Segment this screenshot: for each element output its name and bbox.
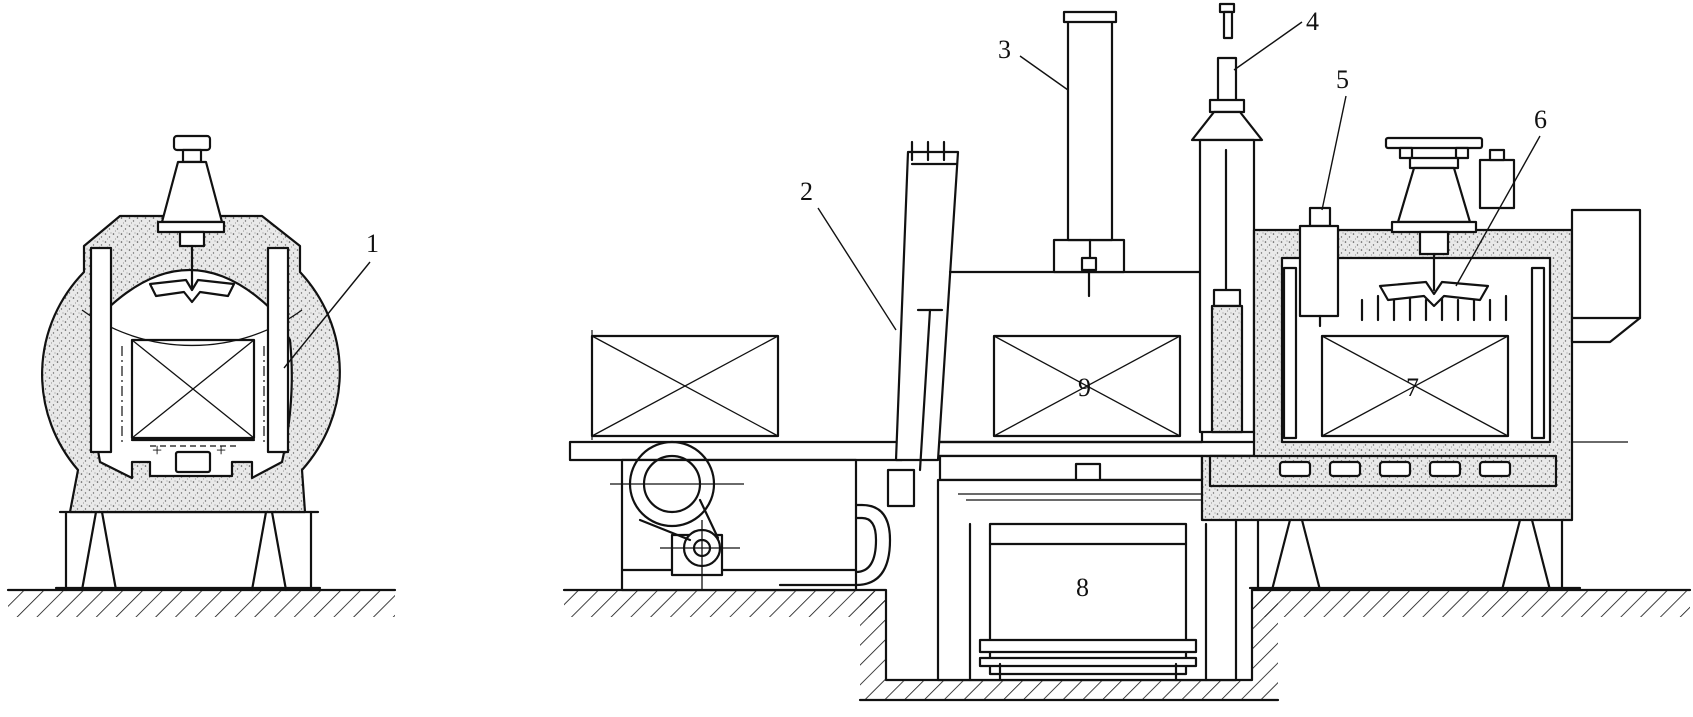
end-view-fan-motor xyxy=(148,134,236,304)
vestibule-workload xyxy=(992,334,1182,438)
chamber-legs xyxy=(1248,518,1582,592)
vestibule-door xyxy=(886,140,960,508)
callout-6: 6 xyxy=(1455,105,1547,287)
callout-3: 3 xyxy=(998,35,1069,91)
incoming-workload xyxy=(590,330,780,440)
svg-text:+: + xyxy=(216,440,226,460)
heating-chamber xyxy=(1200,208,1642,522)
callout-2: 2 xyxy=(800,177,897,331)
furnace-shell-section xyxy=(41,214,341,514)
longitudinal-section-view: 2 3 4 5 6 7 8 9 xyxy=(562,2,1692,702)
end-view-workload xyxy=(121,338,265,446)
callout-1: 1 xyxy=(283,229,379,369)
svg-text:1: 1 xyxy=(366,229,379,258)
inner-door-lift xyxy=(1190,2,1264,434)
callout-4: 4 xyxy=(1233,7,1319,71)
end-view-hearth: + + xyxy=(130,438,256,474)
chamber-fan-motor xyxy=(1378,136,1516,308)
callout-5: 5 xyxy=(1321,65,1349,211)
callout-9: 9 xyxy=(1078,373,1091,402)
loading-table xyxy=(568,440,904,592)
svg-text:5: 5 xyxy=(1336,65,1349,94)
end-view-radiant-tubes xyxy=(89,246,290,454)
chamber-workload xyxy=(1320,334,1510,438)
svg-text:6: 6 xyxy=(1534,105,1547,134)
callout-8: 8 xyxy=(1076,573,1089,602)
ground-right xyxy=(562,588,1692,702)
svg-text:3: 3 xyxy=(998,35,1011,64)
end-section-view: + + 1 xyxy=(6,134,397,617)
thermocouple-assembly xyxy=(1298,206,1340,328)
radiant-tube-bottom-row xyxy=(1278,460,1512,478)
svg-text:+: + xyxy=(152,440,162,460)
quench-tank xyxy=(936,478,1238,682)
callout-7: 7 xyxy=(1406,373,1419,402)
ground-left xyxy=(6,588,397,617)
svg-text:2: 2 xyxy=(800,177,813,206)
end-view-legs xyxy=(54,510,322,592)
svg-text:4: 4 xyxy=(1306,7,1319,36)
